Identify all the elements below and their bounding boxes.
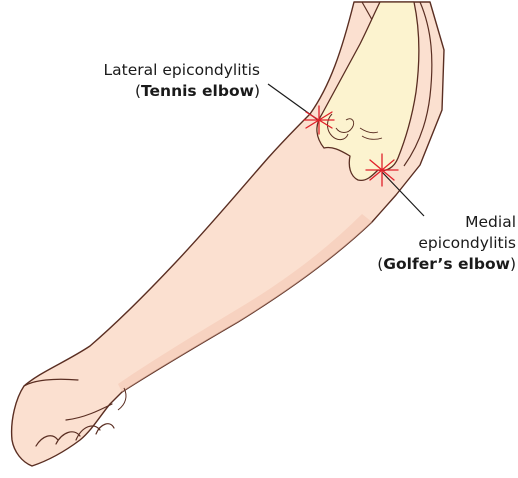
lateral-epicondylitis-label: Lateral epicondylitis (Tennis elbow) xyxy=(60,60,260,102)
medial-close-paren: ) xyxy=(510,255,516,273)
medial-epicondylitis-label: Medial epicondylitis (Golfer’s elbow) xyxy=(350,212,516,275)
medial-label-line2: epicondylitis xyxy=(350,233,516,254)
medial-label-line3: (Golfer’s elbow) xyxy=(350,254,516,275)
golfers-elbow-label: Golfer’s elbow xyxy=(383,255,510,273)
tennis-elbow-label: Tennis elbow xyxy=(141,82,254,100)
lateral-label-line1: Lateral epicondylitis xyxy=(60,60,260,81)
lateral-label-line2: (Tennis elbow) xyxy=(60,81,260,102)
lateral-close-paren: ) xyxy=(254,82,260,100)
medial-label-line1: Medial xyxy=(350,212,516,233)
